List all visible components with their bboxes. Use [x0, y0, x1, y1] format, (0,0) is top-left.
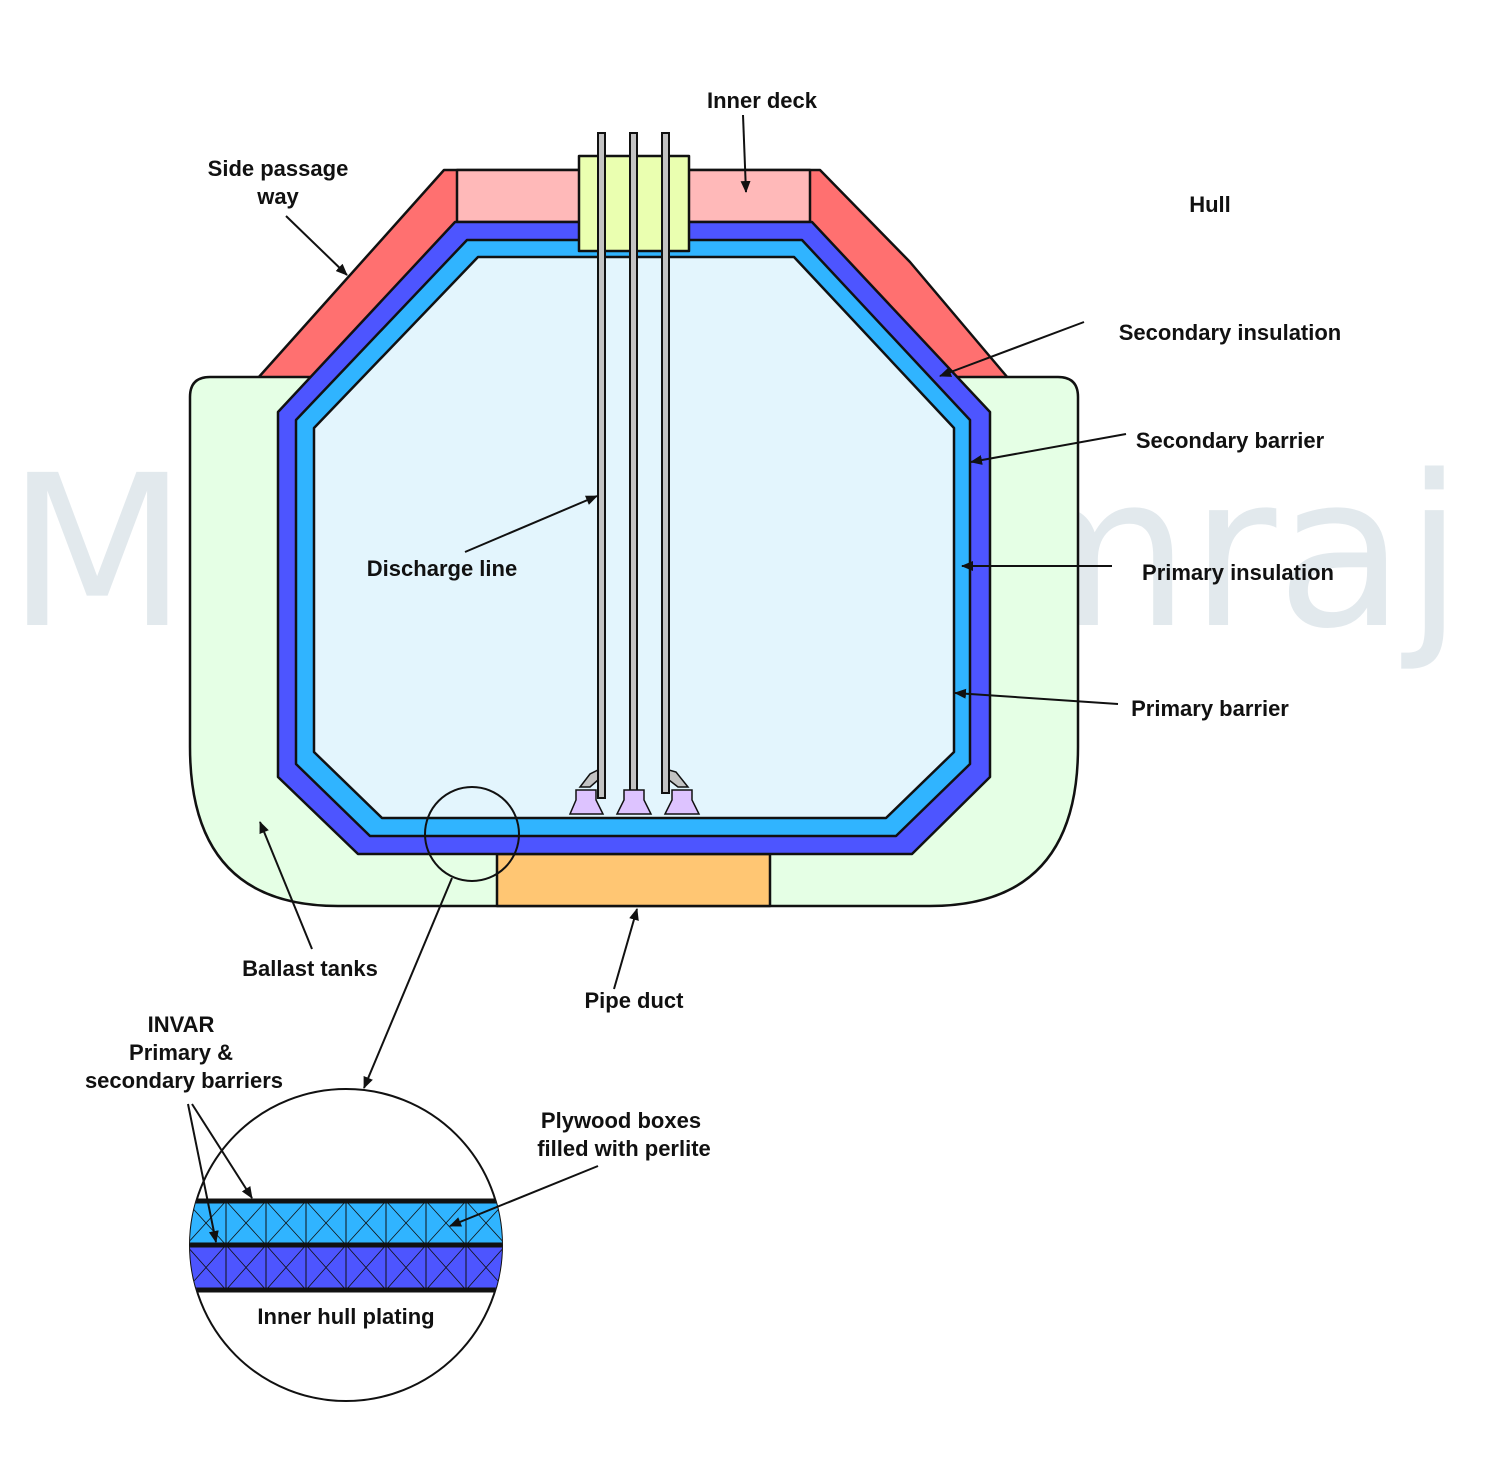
discharge-pipe-right	[661, 132, 670, 794]
detail-highlight-circle	[424, 786, 520, 882]
cargo-pump-right	[663, 789, 701, 815]
label-pipe-duct: Pipe duct	[584, 988, 684, 1013]
cargo-pump-center	[615, 789, 653, 815]
label-primary-insulation: Primary insulation	[1142, 560, 1334, 585]
label-plywood-line2: filled with perlite	[537, 1136, 711, 1161]
perlite-cross-hatch	[385, 1200, 427, 1246]
arrow-pipe-duct	[613, 908, 639, 990]
perlite-cross-hatch	[425, 1244, 467, 1291]
label-ballast-tanks: Ballast tanks	[242, 956, 378, 981]
label-invar-line3: secondary barriers	[85, 1068, 283, 1093]
perlite-cross-hatch	[345, 1200, 387, 1246]
label-invar-line1: INVAR	[148, 1012, 215, 1037]
perlite-cross-hatch	[265, 1244, 307, 1291]
secondary-insulation-boxes	[190, 1245, 502, 1290]
detail-magnified-view	[189, 1088, 503, 1402]
perlite-cross-hatch	[305, 1200, 347, 1246]
perlite-cross-hatch	[190, 1200, 227, 1246]
label-secondary-insulation: Secondary insulation	[1119, 320, 1342, 345]
label-inner-hull-plating: Inner hull plating	[257, 1304, 434, 1329]
label-primary-barrier: Primary barrier	[1131, 696, 1289, 721]
primary-insulation-boxes	[190, 1201, 502, 1245]
arrow-invar-secondary	[187, 1103, 219, 1243]
discharge-pipe-left	[597, 132, 606, 799]
perlite-cross-hatch	[425, 1200, 467, 1246]
arrow-secondary-barrier	[970, 433, 1127, 465]
perlite-cross-hatch	[345, 1244, 387, 1291]
perlite-cross-hatch	[385, 1244, 427, 1291]
arrow-detail-link	[363, 877, 453, 1089]
perlite-cross-hatch	[305, 1244, 347, 1291]
arrow-invar-primary	[191, 1103, 253, 1199]
perlite-cross-hatch	[225, 1200, 267, 1246]
label-inner-deck: Inner deck	[707, 88, 818, 113]
cargo-pump-left	[568, 789, 605, 815]
perlite-cross-hatch	[225, 1244, 267, 1291]
label-secondary-barrier: Secondary barrier	[1136, 428, 1325, 453]
label-side-passage-line1: Side passage	[208, 156, 349, 181]
label-discharge-line: Discharge line	[367, 556, 517, 581]
label-invar-line2: Primary &	[129, 1040, 233, 1065]
arrow-plywood-boxes	[449, 1165, 599, 1227]
discharge-pipe-center	[629, 132, 638, 794]
pipe-duct	[495, 852, 772, 908]
arrow-side-passage-way	[285, 215, 348, 276]
perlite-cross-hatch	[265, 1200, 307, 1246]
label-side-passage-line2: way	[256, 184, 299, 209]
arrow-primary-barrier	[954, 688, 1119, 705]
arrow-ballast-tanks	[259, 821, 313, 950]
label-hull: Hull	[1189, 192, 1231, 217]
label-plywood-line1: Plywood boxes	[541, 1108, 701, 1133]
arrow-discharge-line	[464, 495, 598, 553]
perlite-cross-hatch	[465, 1244, 502, 1291]
arrow-secondary-insulation	[939, 321, 1085, 377]
arrow-inner-deck	[740, 114, 751, 193]
